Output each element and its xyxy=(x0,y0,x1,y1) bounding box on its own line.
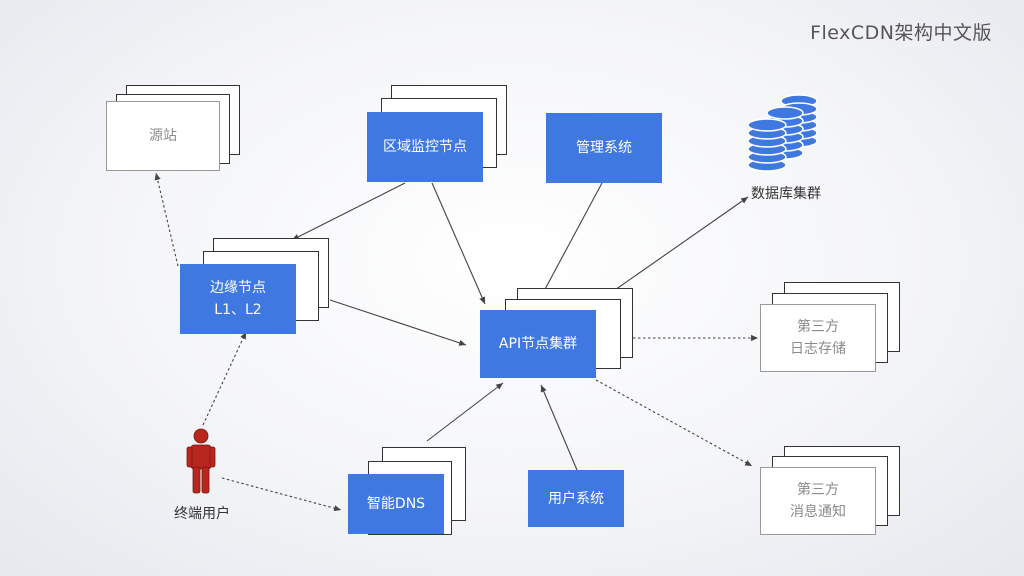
manage-node: 管理系统 xyxy=(546,113,662,183)
api-label: API节点集群 xyxy=(498,336,578,352)
log-sublabel: 日志存储 xyxy=(790,341,846,357)
msg-label: 第三方 xyxy=(797,482,839,498)
arrow-api-to-database xyxy=(611,196,749,293)
arrow-usersys-to-api xyxy=(540,384,578,471)
dns-node: 智能DNS xyxy=(348,474,444,534)
arrow-dns-to-api xyxy=(426,382,504,442)
msg-node: 第三方 消息通知 xyxy=(760,467,876,535)
log-node: 第三方 日志存储 xyxy=(760,304,876,372)
end-user-label: 终端用户 xyxy=(174,506,230,522)
edge-sublabel: L1、L2 xyxy=(214,302,262,318)
arrow-edge-to-api xyxy=(329,299,467,346)
arrow-enduser-to-edge xyxy=(202,331,247,426)
database-label: 数据库集群 xyxy=(751,186,821,202)
log-label: 第三方 xyxy=(797,319,839,335)
monitor-label: 区域监控节点 xyxy=(383,139,467,155)
msg-sublabel: 消息通知 xyxy=(790,504,846,520)
dns-label: 智能DNS xyxy=(366,496,426,512)
usersys-label: 用户系统 xyxy=(548,490,604,507)
edge-node: 边缘节点 L1、L2 xyxy=(180,264,296,334)
arrow-manage-to-api xyxy=(535,182,603,307)
usersys-node: 用户系统 xyxy=(528,470,624,527)
api-node: API节点集群 xyxy=(480,310,596,378)
source-label: 源站 xyxy=(149,128,177,144)
arrow-monitor-to-api xyxy=(431,182,486,305)
manage-label: 管理系统 xyxy=(576,140,632,156)
arrow-edge-to-source xyxy=(154,172,179,267)
arrow-monitor-to-edge xyxy=(291,182,406,241)
monitor-node: 区域监控节点 xyxy=(367,112,483,182)
source-node: 源站 xyxy=(106,101,220,171)
arrow-enduser-to-dns xyxy=(221,477,342,512)
edge-label: 边缘节点 xyxy=(210,280,266,296)
diagram-title: FlexCDN架构中文版 xyxy=(810,22,992,44)
